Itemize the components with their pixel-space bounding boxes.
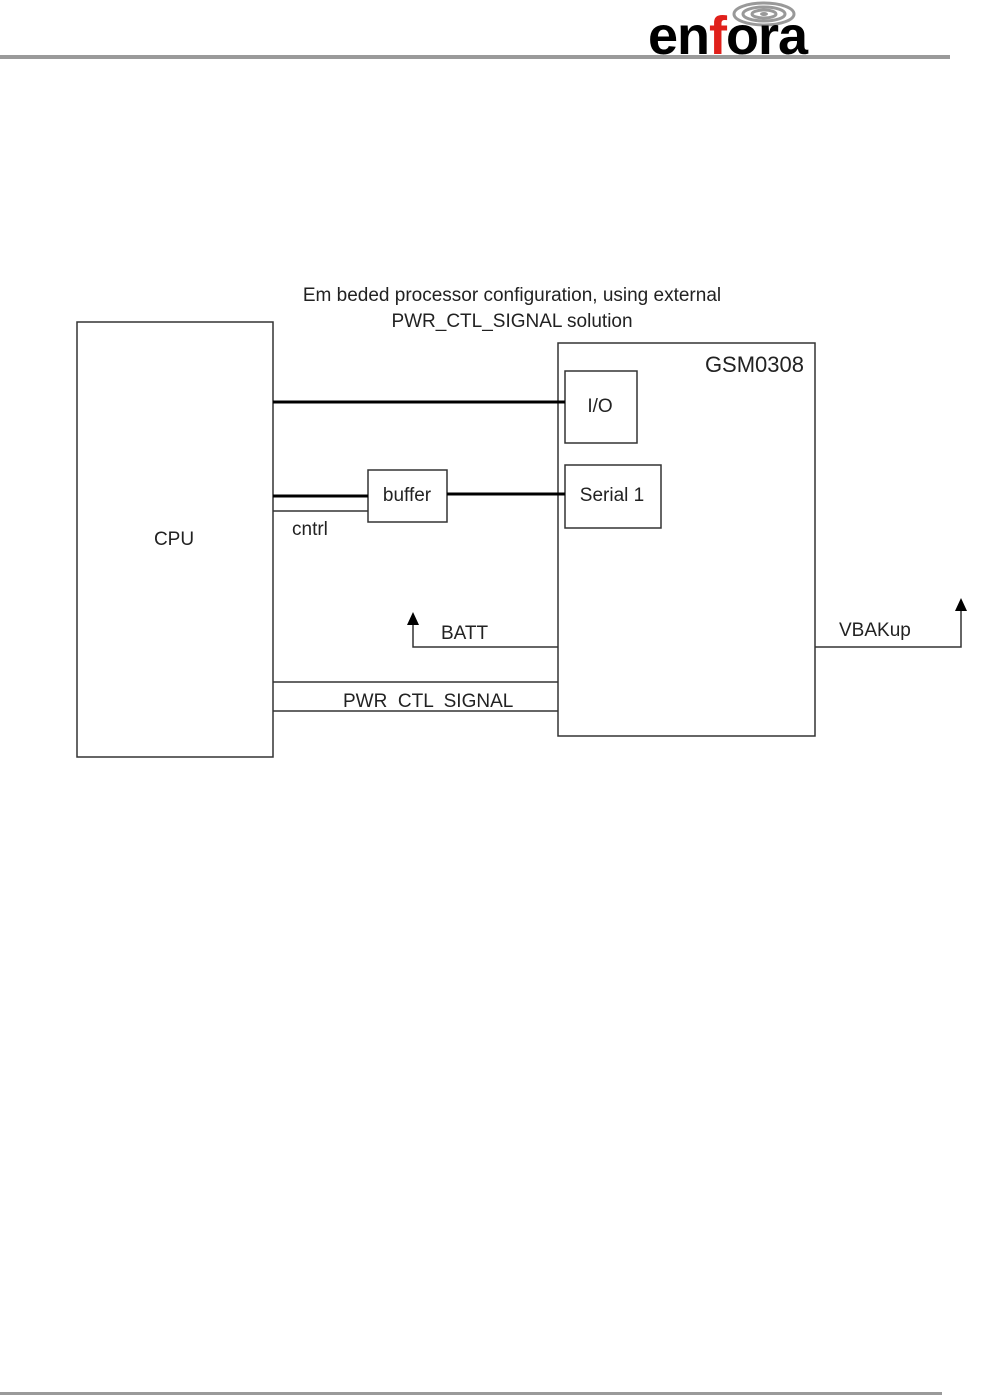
serial-label: Serial 1	[580, 485, 644, 506]
cntrl-label: cntrl	[292, 519, 328, 540]
diagram-title-line-1: Em beded processor configuration, using …	[303, 285, 721, 306]
buffer-label: buffer	[383, 485, 432, 506]
cpu-label: CPU	[154, 529, 194, 550]
enfora-logo: enfora	[640, 0, 880, 58]
io-label: I/O	[587, 396, 612, 417]
batt-label: BATT	[441, 623, 489, 644]
footer-rule	[0, 1392, 942, 1395]
batt-arrow-icon	[407, 612, 419, 625]
vbakup-arrow-icon	[955, 598, 967, 611]
gsm-module-label: GSM0308	[705, 352, 804, 377]
pwr-signal-label: PWR CTL SIGNAL	[343, 691, 513, 712]
diagram-title-line-2: PWR_CTL_SIGNAL solution	[391, 311, 632, 332]
block-diagram: Em beded processor configuration, using …	[0, 270, 992, 770]
logo-wordmark: enfora	[648, 6, 809, 58]
vbakup-label: VBAKup	[839, 620, 911, 641]
